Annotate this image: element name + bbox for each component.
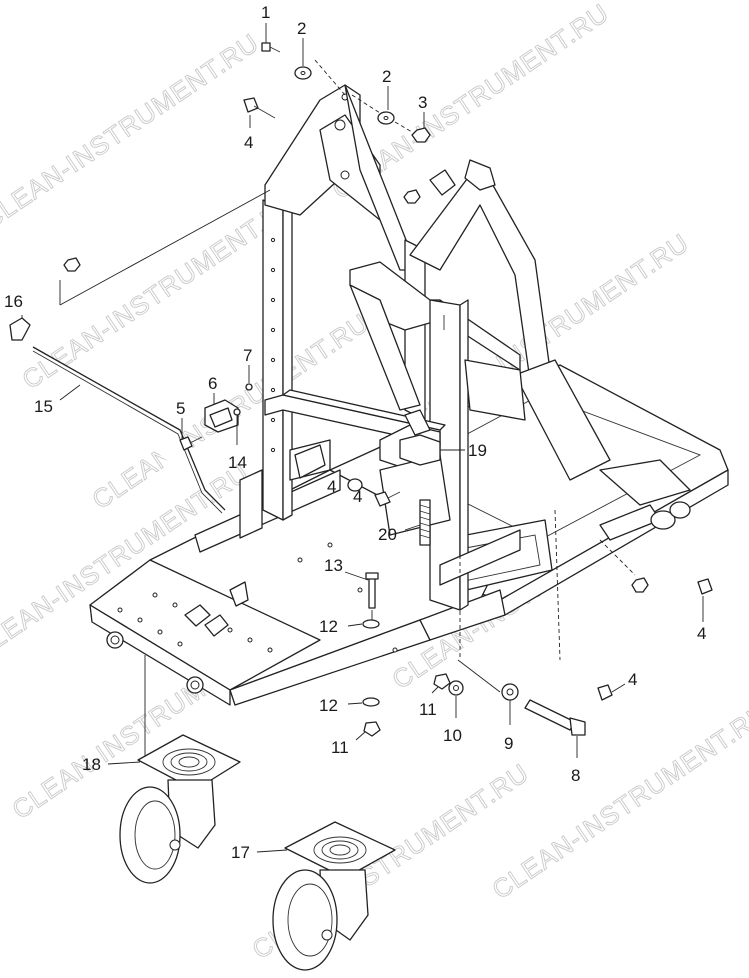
elbow-fitting-16-icon <box>9 317 31 341</box>
nut-11-icon <box>363 721 381 737</box>
callout-11: 11 <box>419 700 437 719</box>
rear-carriage-plate <box>464 359 526 421</box>
callout-4: 4 <box>244 133 253 152</box>
nut-11-icon <box>433 673 451 690</box>
pin-7-icon <box>245 383 253 391</box>
spring-20-icon <box>419 499 431 546</box>
callout-12: 12 <box>319 617 338 636</box>
nut-icon <box>403 189 421 204</box>
screw-1-icon <box>261 42 271 52</box>
clamp-19-icon <box>399 434 441 466</box>
nut-icon <box>63 257 81 272</box>
axle-cap <box>669 501 691 519</box>
callout-10: 10 <box>443 726 462 745</box>
nut-icon <box>631 577 649 593</box>
rod-15-icon <box>32 346 226 511</box>
bolt-13-icon <box>368 577 376 609</box>
callout-20: 20 <box>378 525 397 544</box>
callout-13: 13 <box>324 556 343 575</box>
callout-4: 4 <box>628 670 637 689</box>
washer-12-icon <box>362 619 380 629</box>
left-foot <box>239 469 263 539</box>
watermark: CLEAN-INSTRUMENT.RU <box>487 697 749 905</box>
a-frame-lug <box>429 169 456 196</box>
callout-17: 17 <box>231 843 250 862</box>
callout-11: 11 <box>331 738 349 757</box>
callout-4: 4 <box>353 487 362 506</box>
caster-17-wheel <box>272 869 338 971</box>
deck-tab <box>229 581 249 607</box>
callout-1: 1 <box>261 3 270 22</box>
caster-wheel-17 <box>272 821 396 971</box>
watermark: CLEAN-INSTRUMENT.RU <box>0 27 264 235</box>
callouts: 1 2 2 3 4 16 7 6 5 15 14 19 4 4 20 13 12 <box>4 3 706 862</box>
callout-15: 15 <box>34 397 53 416</box>
bolt-8-icon <box>524 699 576 731</box>
callout-18: 18 <box>82 755 101 774</box>
callout-2: 2 <box>297 19 306 38</box>
callout-5: 5 <box>176 399 185 418</box>
bolt-4-icon <box>697 578 713 595</box>
callout-4: 4 <box>327 477 336 496</box>
callout-8: 8 <box>571 766 580 785</box>
callout-16: 16 <box>4 292 23 311</box>
bolt-4-icon <box>597 684 613 701</box>
nut-3-icon <box>411 127 431 143</box>
axle-end <box>650 510 676 530</box>
bolt-4-icon <box>347 478 363 492</box>
rear-guard <box>599 459 691 506</box>
deck-holes <box>117 542 398 653</box>
screw-5-icon <box>179 436 193 451</box>
callout-7: 7 <box>243 346 252 365</box>
bolt-4-icon <box>374 491 391 507</box>
front-beam-right <box>419 589 506 641</box>
mid-crossbar-top <box>282 389 446 431</box>
callout-3: 3 <box>418 93 427 112</box>
side-mount <box>294 444 326 479</box>
callout-12: 12 <box>319 696 338 715</box>
caster-18-wheel <box>119 786 181 884</box>
washer-12-icon <box>362 697 380 707</box>
motor-housing <box>379 454 451 536</box>
callout-14: 14 <box>228 453 247 472</box>
callout-19: 19 <box>468 441 487 460</box>
callout-2: 2 <box>382 67 391 86</box>
caster-wheel-18 <box>119 734 241 884</box>
washer-14-icon <box>233 408 241 416</box>
callout-6: 6 <box>208 374 217 393</box>
pivot-pin <box>404 409 431 436</box>
assembly-lines <box>59 59 636 760</box>
deck-bracket <box>184 604 211 627</box>
deck-bracket <box>204 614 229 637</box>
rear-leg <box>514 359 611 481</box>
fasteners <box>9 42 713 737</box>
callout-4: 4 <box>697 624 706 643</box>
carriage-left-rail <box>349 284 421 411</box>
callout-9: 9 <box>504 734 513 753</box>
clip-inner <box>209 407 233 428</box>
bolt-4-icon <box>243 97 259 113</box>
a-frame-lug <box>464 159 496 191</box>
caster-17-plate <box>284 821 396 879</box>
